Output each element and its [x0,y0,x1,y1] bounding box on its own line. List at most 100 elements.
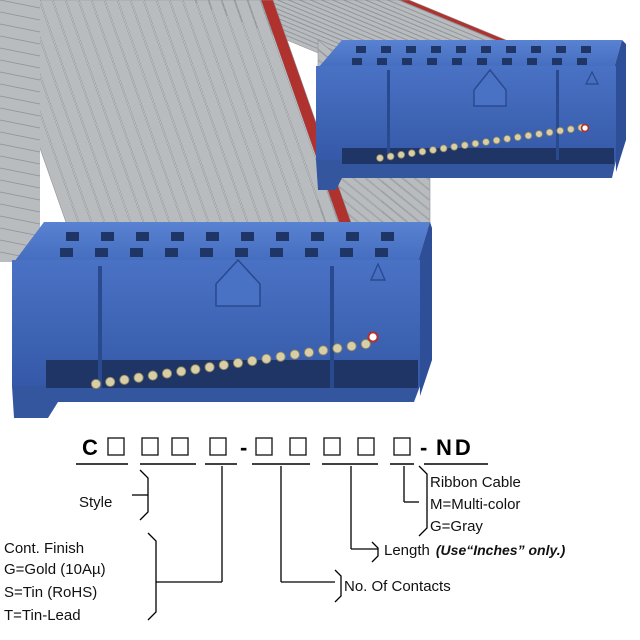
cable-strand [0,119,41,129]
placeholder-box [393,437,411,456]
contact-pin [332,343,343,354]
contact-pin [204,362,215,373]
contact-hole [452,58,462,65]
part-number-suffix: ND [436,435,474,460]
contact-pin [275,351,286,362]
contact-pin [503,135,512,143]
contact-hole [165,248,178,257]
contact-pin [376,154,384,162]
contact-hole [481,46,491,53]
front-connector [12,222,432,418]
front-pin1-triangle-icon [369,262,387,281]
cable-strand [0,107,41,117]
contact-hole [527,58,537,65]
contact-pin [492,136,501,145]
contact-pin [303,347,315,358]
contact-pin [367,331,379,343]
contact-pin [247,355,258,366]
contact-hole [66,232,79,241]
placeholder-box [107,437,125,456]
contact-hole [377,58,387,65]
front-polarization-key-icon [215,258,261,307]
cable-strand [0,35,41,45]
contact-hole [340,248,353,257]
ribbon-multicolor: M=Multi-color [430,496,520,513]
contact-hole [402,58,412,65]
contact-pin [556,127,564,135]
contact-hole [305,248,318,257]
contact-pin [580,123,590,133]
contact-hole [270,248,283,257]
contact-pin [261,353,272,364]
contact-hole [552,58,562,65]
contact-hole [381,232,394,241]
style-finish-boxes [107,437,227,456]
back-polarization-key-icon [473,68,507,107]
cable-strand [0,11,41,21]
contact-pin [318,345,329,356]
finish-gold: G=Gold (10Aµ) [4,561,106,578]
finish-title: Cont. Finish [4,540,84,557]
front-cable [0,0,354,262]
contact-pin [289,349,300,360]
cable-strand [0,23,41,33]
placeholder-box [141,437,159,456]
contact-pin [418,147,427,156]
contact-pin [397,151,406,159]
contact-pin [360,339,371,350]
cable-strand [0,131,41,141]
contact-pin [218,360,229,371]
contact-pin [429,146,437,154]
cable-strand [0,0,41,9]
contact-pin [176,366,187,377]
cable-strand [0,203,41,213]
back-connector [316,40,626,190]
contact-hole [531,46,541,53]
contact-hole [95,248,108,257]
contact-hole [241,232,254,241]
front-connector-holes [60,232,394,257]
cable-strand [0,191,41,201]
cable-strand [0,167,41,177]
contact-hole [346,232,359,241]
contact-pin [460,141,469,150]
contact-pin [346,341,357,352]
contact-hole [375,248,388,257]
contact-pin [439,144,448,153]
contact-hole [556,46,566,53]
contact-pin [513,133,522,142]
placeholder-box [255,437,273,456]
ribbon-gray: G=Gray [430,518,483,535]
back-pin1-triangle-icon [584,70,600,85]
style-label: Style [79,494,112,511]
contact-hole [235,248,248,257]
contact-pin [482,138,490,146]
placeholder-box [171,437,189,456]
contact-hole [456,46,466,53]
contact-hole [427,58,437,65]
ribbon-title: Ribbon Cable [430,474,521,491]
part-number-separator-1: - [240,435,247,460]
contact-pin [450,143,459,151]
cable-strand [0,59,41,69]
contact-hole [431,46,441,53]
cable-strand [0,47,41,57]
length-label: Length(Use“Inches” only.) [384,542,566,559]
contact-pin [386,152,395,161]
contact-pin [90,378,102,390]
contact-hole [60,248,73,257]
placeholder-box [289,437,307,456]
contact-hole [171,232,184,241]
cable-strand [0,95,41,105]
contact-pin [232,357,244,369]
contact-hole [381,46,391,53]
contact-pin [147,370,158,381]
contact-hole [356,46,366,53]
contact-hole [206,232,219,241]
contact-hole [506,46,516,53]
placeholder-box [323,437,341,456]
contact-hole [130,248,143,257]
contact-pin [524,131,533,140]
contact-hole [101,232,114,241]
